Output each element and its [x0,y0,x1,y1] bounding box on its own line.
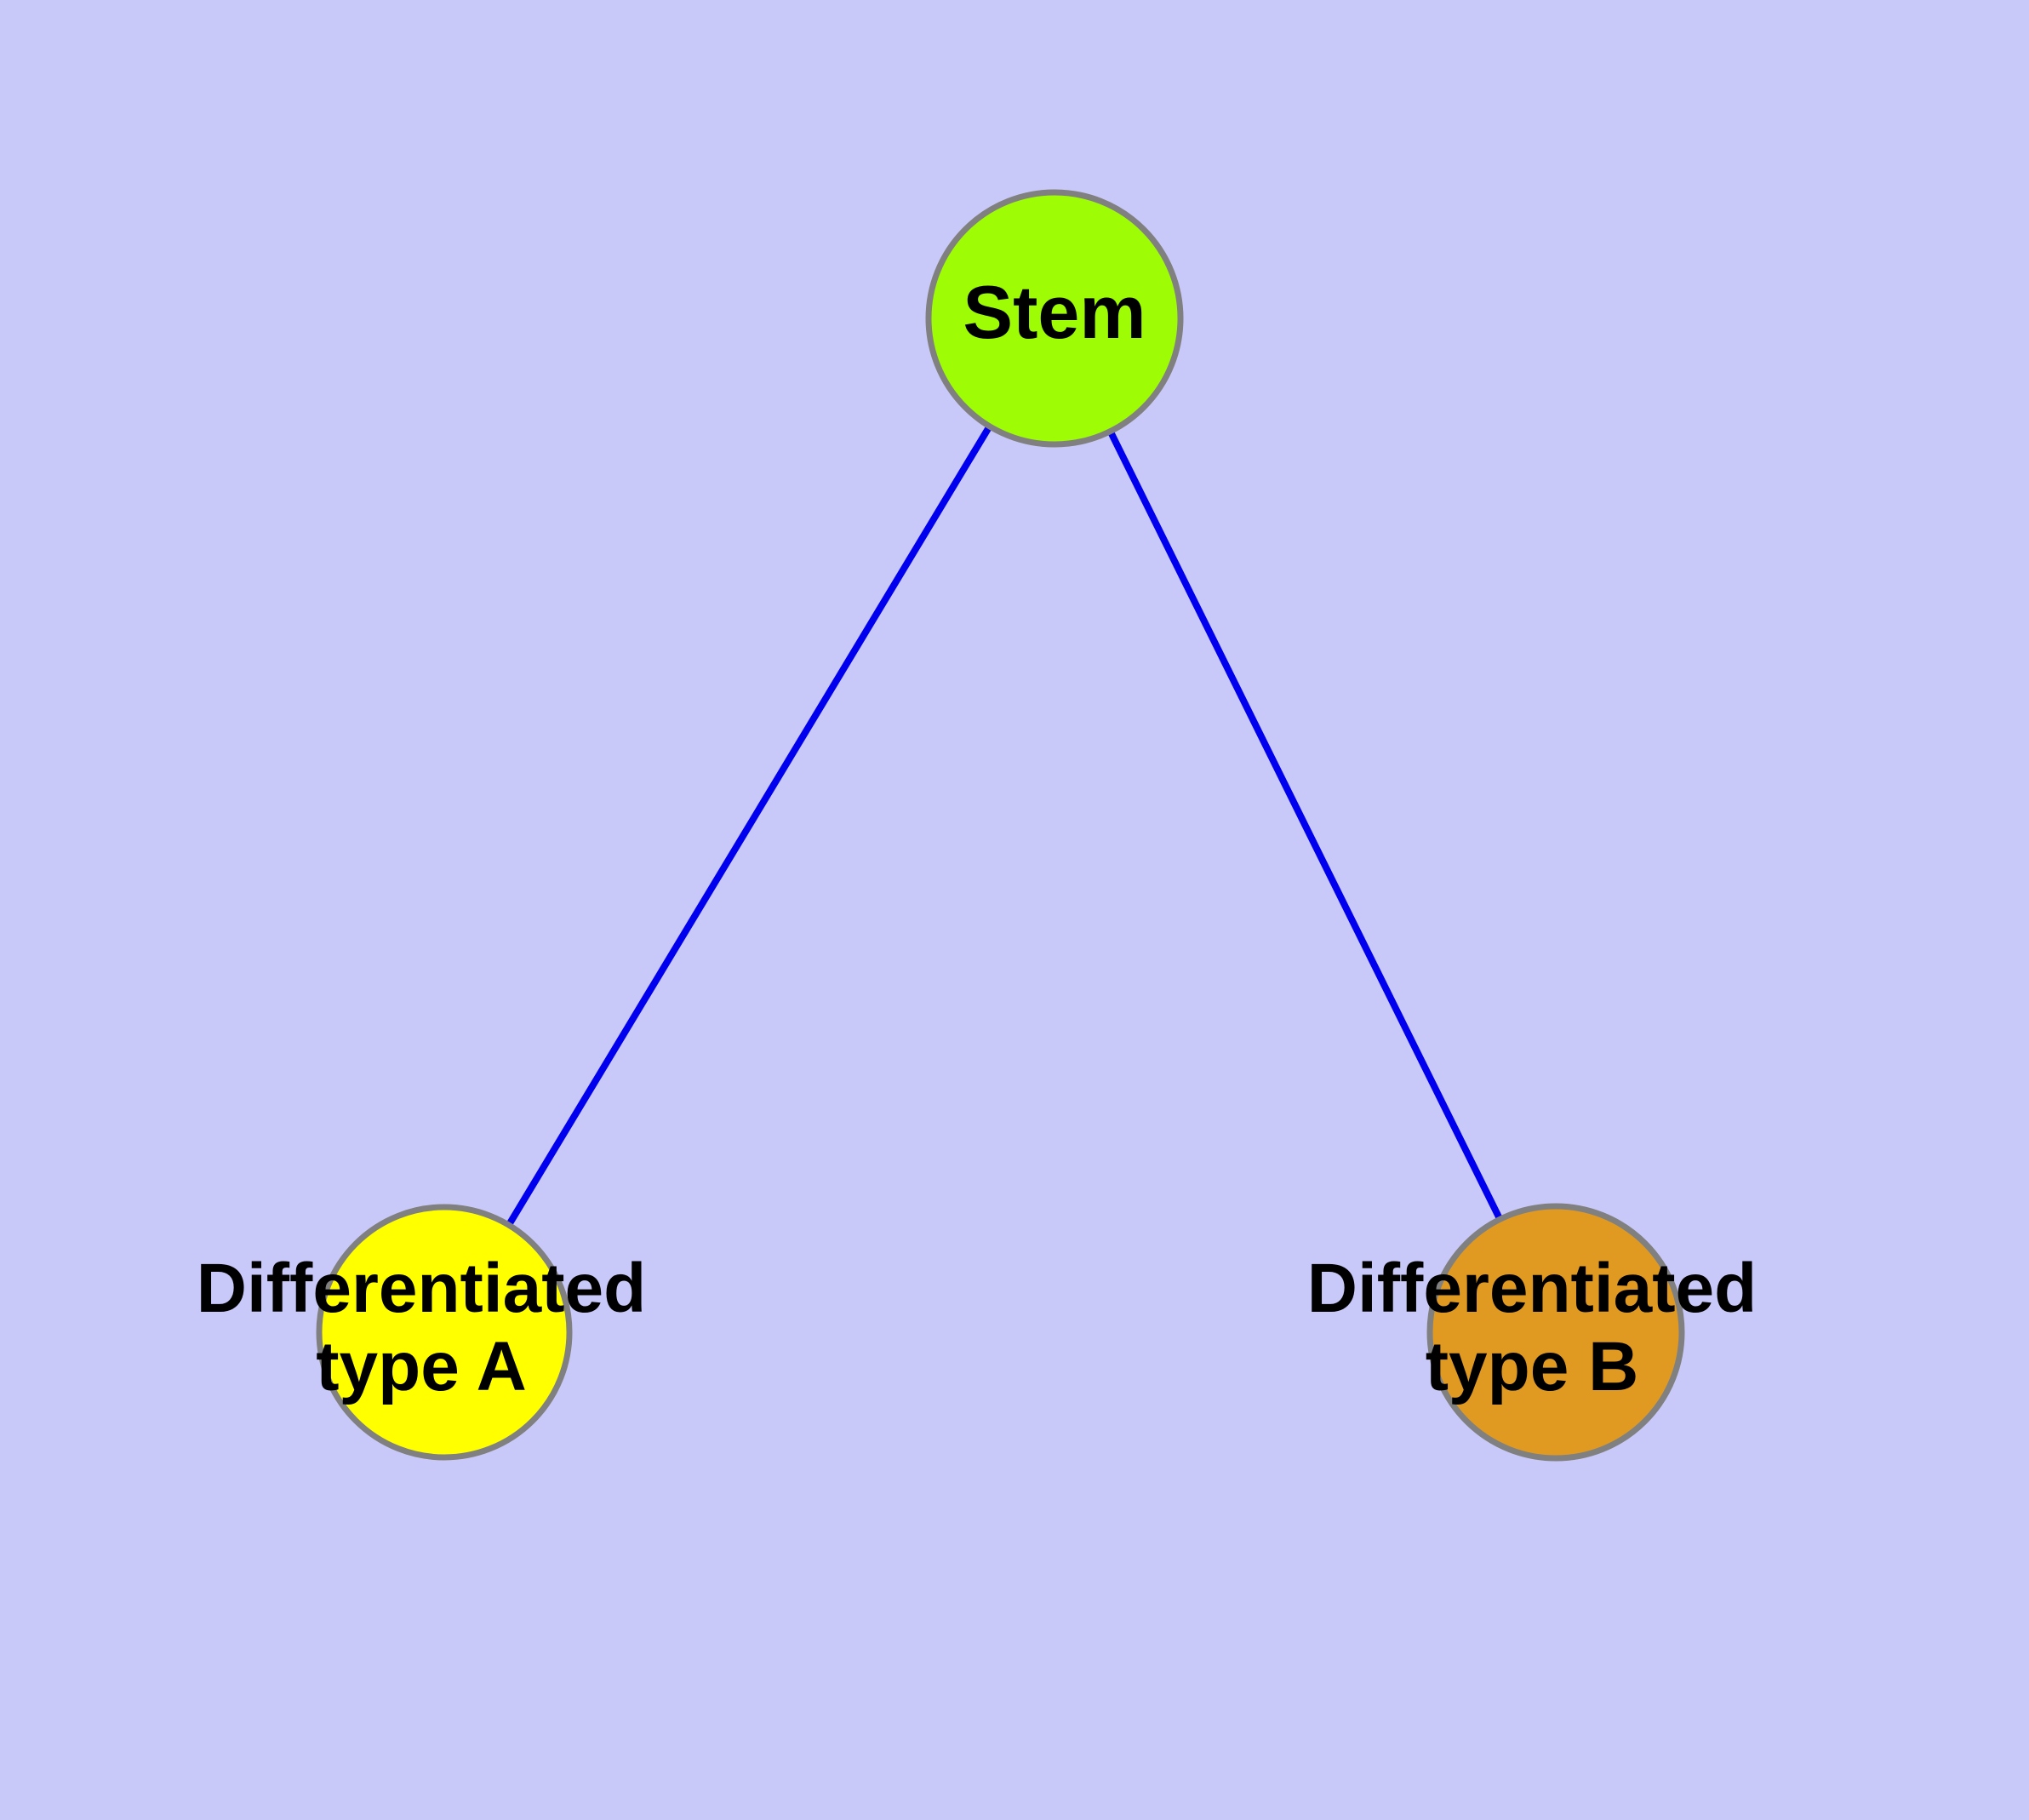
nodes-layer [316,189,1685,1462]
graph-node-label-stem: Stem [963,270,1146,354]
graph-node-diff_b[interactable] [1426,1203,1685,1462]
graph-node-label-line: type B [1426,1328,1639,1405]
graph-node-label-line: Differentiated [197,1250,647,1327]
graph-node-diff_a[interactable] [316,1204,573,1461]
graph-node-label-line: type A [316,1328,527,1405]
graph-edge-stem-diff_b[interactable] [1105,425,1506,1226]
graph-node-label-line: Stem [963,270,1146,354]
graph-node-stem[interactable] [925,189,1184,448]
edges-layer [503,420,1506,1232]
graph-edge-stem-diff_a[interactable] [503,420,996,1232]
graph-node-label-line: Differentiated [1307,1250,1758,1327]
